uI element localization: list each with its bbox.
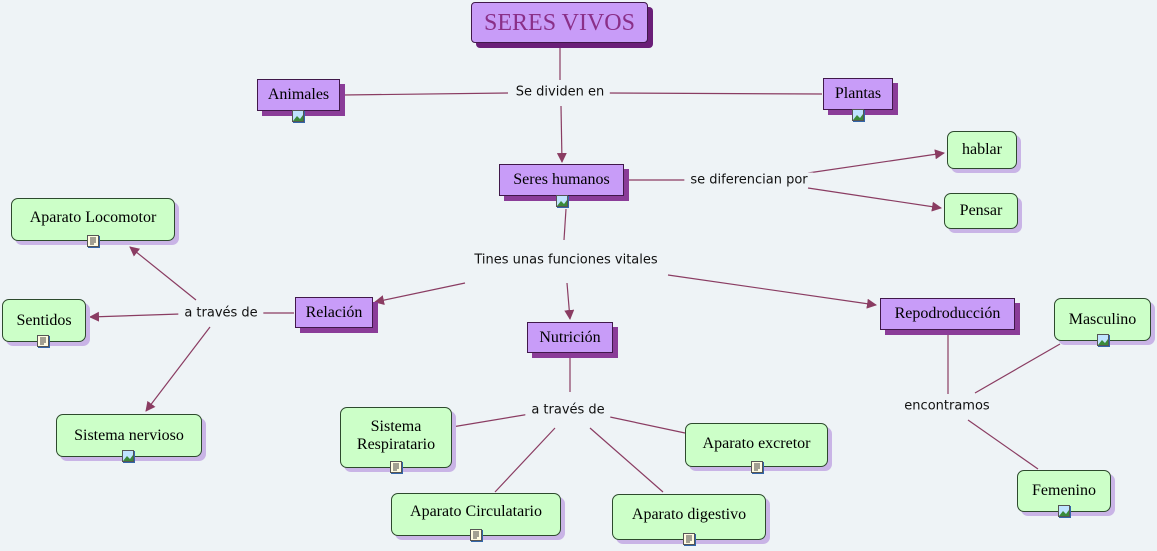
concept-reproduccion[interactable]: Repodroducción <box>880 298 1015 330</box>
link-funciones-nutricion <box>564 282 575 320</box>
link-dividen-plantas <box>607 92 823 95</box>
concept-label-line1: Sistema <box>370 418 422 435</box>
concept-seres-vivos[interactable]: SERES VIVOS <box>471 2 648 43</box>
image-icon[interactable] <box>1058 505 1070 517</box>
concept-label: Femenino <box>1032 482 1096 499</box>
document-icon[interactable] <box>37 335 49 347</box>
concept-hablar[interactable]: hablar <box>947 131 1017 169</box>
document-icon[interactable] <box>87 235 99 247</box>
concept-nutricion[interactable]: Nutrición <box>527 322 613 353</box>
concept-label: Sistema nervioso <box>74 427 184 444</box>
document-icon[interactable] <box>390 461 402 473</box>
link-atraves-nervioso <box>145 326 211 412</box>
concept-label: Relación <box>305 303 363 321</box>
concept-label: Pensar <box>959 202 1003 219</box>
document-icon[interactable] <box>470 529 482 541</box>
link-funciones-relacion <box>374 282 466 306</box>
link-atraves-excretor <box>609 416 686 434</box>
concept-aparato-digestivo[interactable]: Aparato digestivo <box>612 494 766 540</box>
linking-phrase-a-traves-de-nutricion[interactable]: a través de <box>525 402 611 418</box>
concept-label: Aparato digestivo <box>631 506 747 523</box>
concept-animales[interactable]: Animales <box>257 79 340 111</box>
concept-relacion[interactable]: Relación <box>295 297 373 328</box>
image-icon[interactable] <box>292 110 304 122</box>
concept-label: Aparato Locomotor <box>29 209 157 226</box>
concept-label: hablar <box>962 141 1002 158</box>
image-icon[interactable] <box>122 450 134 462</box>
concept-pensar[interactable]: Pensar <box>944 193 1018 229</box>
link-atraves-sentidos <box>89 311 181 322</box>
link-funciones-reproduccion <box>667 274 877 309</box>
image-icon[interactable] <box>1097 334 1109 346</box>
concept-aparato-excretor[interactable]: Aparato excretor <box>685 423 828 467</box>
link-encontramos-femenino <box>967 419 1039 470</box>
link-dividen-animales <box>342 92 509 96</box>
concept-aparato-circulatorio[interactable]: Aparato Circulatario <box>391 493 561 536</box>
concept-label: Aparato excretor <box>702 435 811 452</box>
link-atraves-locomotor <box>129 246 197 301</box>
link-dividen-humanos <box>556 105 567 163</box>
linking-phrase-encontramos[interactable]: encontramos <box>898 398 996 414</box>
link-atraves-circulatorio <box>494 427 556 493</box>
concept-sistema-nervioso[interactable]: Sistema nervioso <box>56 414 202 457</box>
linking-phrase-a-traves-de-relacion[interactable]: a través de <box>178 305 264 321</box>
document-icon[interactable] <box>751 461 763 473</box>
link-atraves-respiratorio <box>451 413 531 428</box>
concept-label: Repodroducción <box>894 305 1001 322</box>
link-encontramos-masculino <box>974 343 1061 394</box>
link-diferencian-pensar <box>807 187 942 212</box>
link-humanos-funciones <box>563 208 567 241</box>
concept-sentidos[interactable]: Sentidos <box>2 299 86 342</box>
linking-phrase-se-diferencian-por[interactable]: se diferencian por <box>684 172 814 188</box>
concept-sistema-respiratorio[interactable]: Sistema Respiratario <box>340 407 452 468</box>
concept-label: Seres humanos <box>513 171 610 188</box>
concept-label: Animales <box>267 86 330 103</box>
concept-label: Sentidos <box>16 312 72 329</box>
document-icon[interactable] <box>683 533 695 545</box>
image-icon[interactable] <box>852 109 864 121</box>
linking-phrase-se-dividen-en[interactable]: Se dividen en <box>509 84 611 100</box>
concept-label-line2: Respiratario <box>356 436 436 453</box>
concept-label: Aparato Circulatario <box>410 503 542 520</box>
concept-label: Plantas <box>834 85 882 102</box>
image-icon[interactable] <box>556 195 568 207</box>
concept-label: Masculino <box>1068 311 1137 328</box>
linking-phrase-funciones-vitales[interactable]: Tines unas funciones vitales <box>468 252 664 268</box>
concept-label: SERES VIVOS <box>484 9 635 36</box>
concept-label: Nutrición <box>539 328 601 346</box>
link-atraves-digestivo <box>589 427 664 493</box>
link-diferencian-hablar <box>807 149 945 174</box>
concept-plantas[interactable]: Plantas <box>823 78 893 110</box>
concept-seres-humanos[interactable]: Seres humanos <box>499 164 624 196</box>
